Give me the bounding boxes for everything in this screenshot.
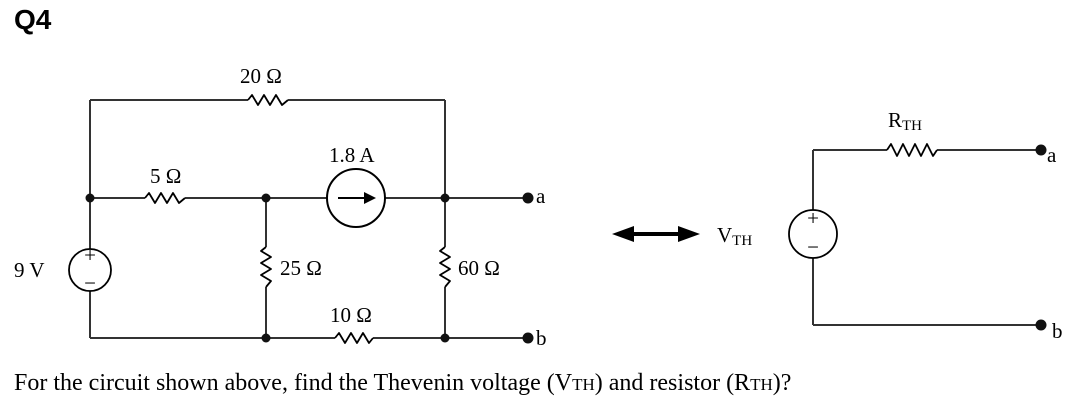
label-1-8a: 1.8 A (329, 143, 375, 167)
resistor-20ohm (247, 94, 289, 106)
label-60ohm: 60 Ω (458, 256, 500, 280)
double-arrow-icon (612, 226, 700, 242)
resistor-rth (886, 143, 938, 157)
voltage-source-9v: + − (68, 243, 112, 295)
label-thevenin-a: a (1047, 143, 1057, 167)
junction-dots (85, 192, 534, 344)
label-vth: VTH (717, 223, 752, 249)
resistor-5ohm (144, 192, 186, 204)
label-terminal-a: a (536, 184, 546, 208)
label-rth: RTH (888, 108, 922, 134)
resistor-10ohm (334, 332, 374, 344)
thevenin-circuit-wires (812, 149, 1038, 326)
label-20ohm: 20 Ω (240, 64, 282, 88)
label-thevenin-b: b (1052, 319, 1063, 343)
terminal-b-dot (522, 332, 534, 344)
current-source-1-8a (326, 168, 386, 228)
svg-text:+: + (84, 243, 96, 267)
label-25ohm: 25 Ω (280, 256, 322, 280)
label-terminal-b: b (536, 326, 547, 350)
svg-text:+: + (807, 206, 819, 230)
arrow-right-icon (364, 192, 376, 204)
label-9v: 9 V (14, 258, 45, 282)
svg-text:−: − (84, 271, 96, 295)
voltage-source-vth: + − (788, 206, 838, 259)
resistor-25ohm (260, 246, 272, 288)
thevenin-terminal-b-dot (1035, 319, 1047, 331)
terminal-a-dot (522, 192, 534, 204)
svg-text:−: − (807, 235, 819, 259)
label-5ohm: 5 Ω (150, 164, 181, 188)
resistor-60ohm (439, 246, 451, 288)
label-10ohm: 10 Ω (330, 303, 372, 327)
question-number: Q4 (14, 4, 52, 35)
thevenin-terminal-a-dot (1035, 144, 1047, 156)
left-circuit-wires (89, 99, 525, 339)
question-text: For the circuit shown above, find the Th… (14, 370, 792, 396)
